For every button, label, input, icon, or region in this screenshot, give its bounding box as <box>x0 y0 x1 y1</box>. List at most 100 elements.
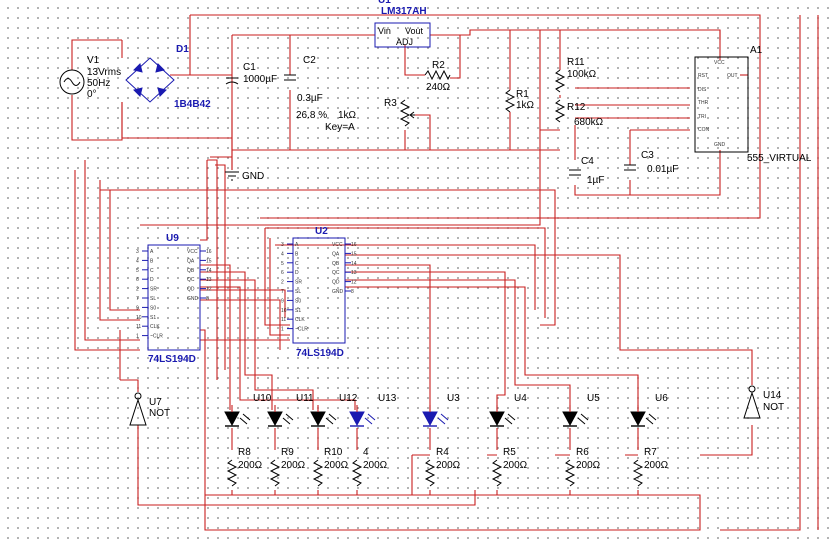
pin-name: A <box>150 249 154 255</box>
d1-part: 1B4B42 <box>174 99 211 110</box>
pin-name: VCC <box>332 242 343 248</box>
pin-number: 3 <box>281 242 284 248</box>
r1-ref: R1 <box>516 89 529 100</box>
pin-name: VCC <box>187 249 198 255</box>
led-ref: U5 <box>587 393 600 404</box>
c2-value: 0.3µF <box>297 93 323 104</box>
led-triangle <box>267 411 283 427</box>
c1-ref: C1 <box>243 62 256 73</box>
resistor-ref: 4 <box>363 447 369 458</box>
resistor-zigzag <box>312 459 324 487</box>
pin-number: 6 <box>281 270 284 276</box>
pin-name: GND <box>187 296 199 302</box>
led-row: U10R8200ΩU11R9200ΩU12R10200ΩU134200ΩU3R4… <box>224 393 669 487</box>
capacitor-c4: C4 1µF <box>569 156 604 186</box>
resistor-value: 200Ω <box>281 460 306 471</box>
pin-name: QB <box>187 268 195 274</box>
pin-number: 8 <box>206 296 209 302</box>
c2-ref: C2 <box>303 55 316 66</box>
a1-pin-rst: RST <box>698 73 708 79</box>
pin-number: 4 <box>281 251 284 257</box>
u1-pin-adj: ADJ <box>396 37 413 47</box>
led-rays <box>282 413 294 425</box>
pin-number: 1 <box>136 334 139 340</box>
u1-pin-vout: Vout <box>405 26 424 36</box>
pin-number: 16 <box>206 249 212 255</box>
u9-ref: U9 <box>166 233 179 244</box>
pin-number: 9 <box>136 305 139 311</box>
u2-part: 74LS194D <box>296 348 344 359</box>
u14-part: NOT <box>763 402 784 413</box>
v1-ref: V1 <box>87 55 100 66</box>
led-rays <box>437 413 449 425</box>
pin-number: 11 <box>136 324 141 330</box>
resistor-value: 200Ω <box>436 460 461 471</box>
r12-value: 680kΩ <box>574 117 604 128</box>
pin-number: 8 <box>351 289 354 295</box>
led-u5: U5 <box>562 393 600 427</box>
a1-pin-gnd: GND <box>714 142 726 148</box>
pin-number: 12 <box>351 280 357 286</box>
a1-pin-out: OUT <box>727 73 738 79</box>
pin-number: 14 <box>206 268 212 274</box>
bridge-rectifier-d1: D1 1B4B42 <box>125 44 211 110</box>
pin-name: ~CLR <box>150 334 163 340</box>
led-triangle <box>630 411 646 427</box>
u1-ref: U1 <box>378 0 391 6</box>
a1-pin-dis: DIS <box>698 87 707 93</box>
resistor-value: 200Ω <box>644 460 669 471</box>
pin-name: C <box>150 268 154 274</box>
pin-number: 5 <box>281 261 284 267</box>
led-ref: U4 <box>514 393 527 404</box>
pin-name: A <box>295 242 299 248</box>
r2-value: 240Ω <box>426 82 451 93</box>
pin-number: 15 <box>351 251 357 257</box>
led-rays <box>325 413 337 425</box>
led-rays <box>645 413 657 425</box>
resistor-r11: R11 100kΩ <box>554 57 597 93</box>
v1-amplitude: 13Vrms <box>87 67 121 78</box>
pin-name: C <box>295 261 299 267</box>
u1-part: LM317AH <box>381 6 427 17</box>
pin-name: QA <box>332 251 340 257</box>
led-rays <box>504 413 516 425</box>
pin-name: B <box>150 258 154 264</box>
pin-name: QC <box>332 270 340 276</box>
capacitor-c2: C2 0.3µF <box>284 55 323 104</box>
not-gate-u14: U14 NOT <box>743 385 784 419</box>
led-ref: U12 <box>339 393 358 404</box>
r3-percent: 26.8 % <box>296 110 327 121</box>
pin-name: SL <box>150 296 156 302</box>
resistor-zigzag <box>351 459 363 487</box>
pin-name: S1 <box>295 308 301 314</box>
led-rays <box>577 413 589 425</box>
r3-key: Key=A <box>325 122 355 133</box>
regulator-u1: U1 LM317AH Vin Vout ADJ <box>374 0 431 48</box>
pin-name: SR <box>150 287 157 293</box>
pin-number: 3 <box>136 249 139 255</box>
u14-ref: U14 <box>763 390 782 401</box>
pin-name: CLK <box>150 324 160 330</box>
led-triangle <box>562 411 578 427</box>
pin-number: 10 <box>136 315 142 321</box>
u9-part: 74LS194D <box>148 354 196 365</box>
pin-number: 1 <box>281 327 284 333</box>
pin-number: 4 <box>136 258 139 264</box>
resistor-zigzag <box>491 459 503 487</box>
pin-number: 2 <box>281 280 284 286</box>
pin-name: QD <box>332 280 340 286</box>
pin-number: 7 <box>136 296 139 302</box>
v1-phase: 0° <box>87 89 97 100</box>
a1-pin-tri: TRI <box>698 114 706 120</box>
timer-a1: A1 555_VIRTUAL VCC RST OUT DIS THR TRI C… <box>694 45 812 164</box>
led-rays <box>364 413 376 425</box>
resistor-value: 200Ω <box>576 460 601 471</box>
resistor-ref: R4 <box>436 447 449 458</box>
pin-name: SR <box>295 280 302 286</box>
pin-name: QA <box>187 258 195 264</box>
